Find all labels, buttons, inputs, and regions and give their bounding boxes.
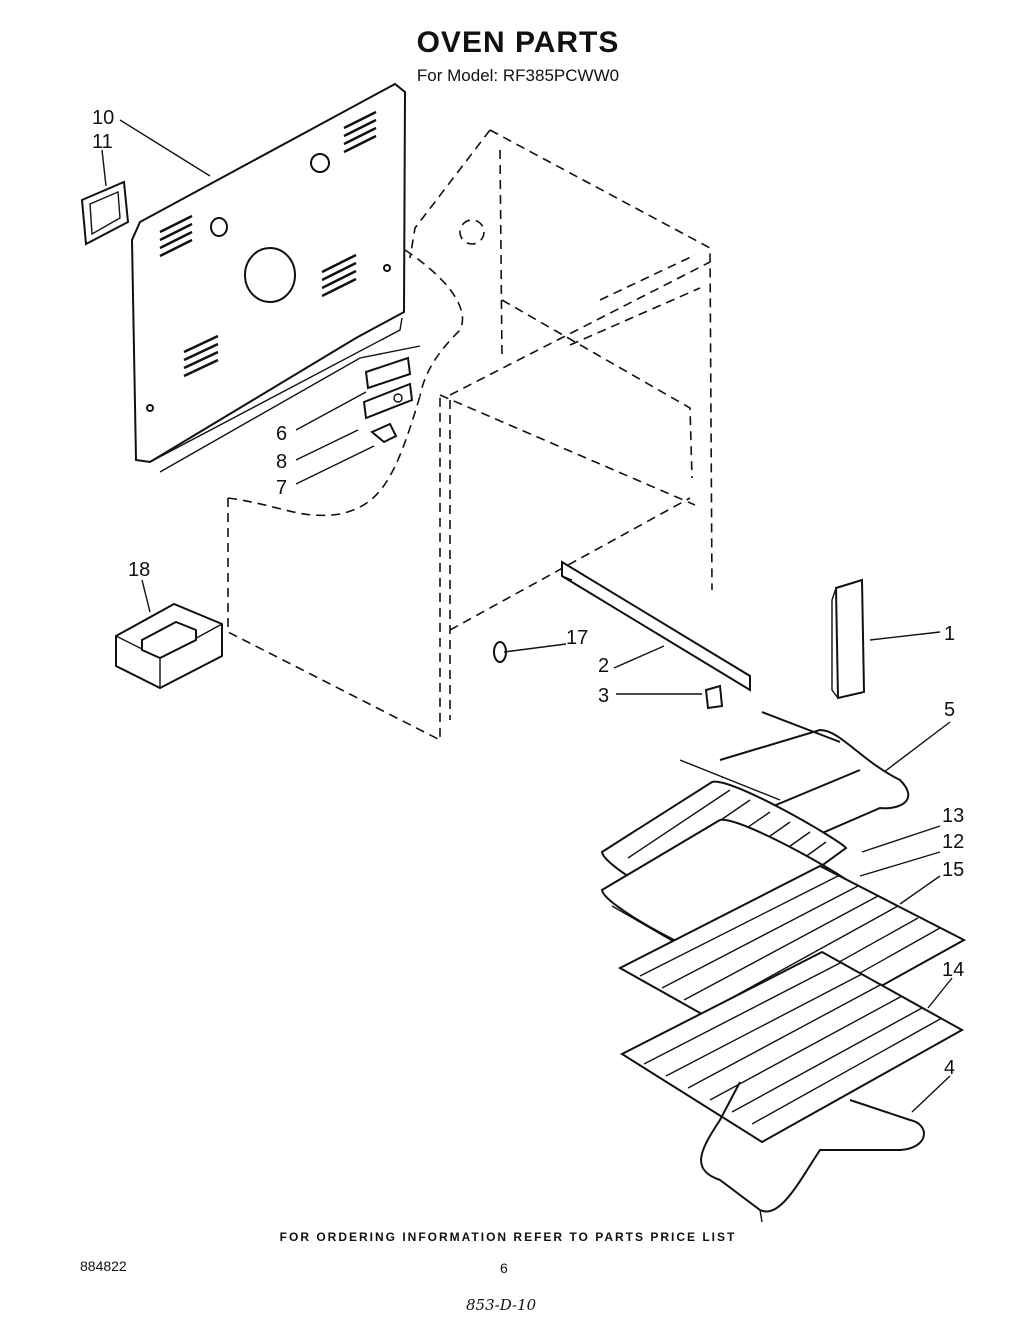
document-number: 884822 [80, 1258, 127, 1274]
callout-2: 2 [598, 655, 609, 677]
callout-11: 11 [92, 131, 113, 153]
callout-3: 3 [598, 685, 609, 707]
callout-8: 8 [276, 451, 287, 473]
part-7-clip [370, 422, 398, 444]
callout-1: 1 [944, 623, 955, 645]
callout-5: 5 [944, 699, 955, 721]
part-14-oven-rack [619, 950, 965, 1144]
page-title: OVEN PARTS [416, 26, 620, 59]
part-8-bracket [362, 382, 414, 420]
oven-cabinet-outline [227, 129, 713, 742]
callout-13: 13 [942, 805, 964, 827]
callout-numbers: 10 11 6 8 7 18 17 2 3 1 5 13 12 15 14 4 [92, 107, 964, 1079]
leader-lines [101, 119, 953, 1113]
part-3-clip [704, 684, 724, 710]
model-subtitle: For Model: RF385PCWW0 [416, 66, 620, 85]
callout-6: 6 [276, 423, 287, 445]
back-panel-gasket [80, 180, 130, 246]
handwritten-reference: 853-D-10 [466, 1296, 537, 1314]
part-18-box [115, 602, 223, 690]
part-2-rail [561, 560, 751, 692]
oven-back-panel [130, 82, 421, 473]
callout-18: 18 [128, 559, 150, 581]
ordering-info-note: FOR ORDERING INFORMATION REFER TO PARTS … [279, 1230, 737, 1244]
part-1-side-trim [831, 578, 866, 700]
part-4-bake-element [700, 1081, 925, 1223]
page-number: 6 [500, 1260, 508, 1276]
callout-4: 4 [944, 1057, 955, 1079]
part-6-receptacle [364, 356, 412, 390]
callout-7: 7 [276, 477, 287, 499]
callout-17: 17 [566, 627, 588, 649]
callout-15: 15 [942, 859, 964, 881]
callout-12: 12 [942, 831, 964, 853]
callout-10: 10 [92, 107, 114, 129]
callout-14: 14 [942, 959, 964, 981]
back-panel-vents [159, 110, 377, 378]
